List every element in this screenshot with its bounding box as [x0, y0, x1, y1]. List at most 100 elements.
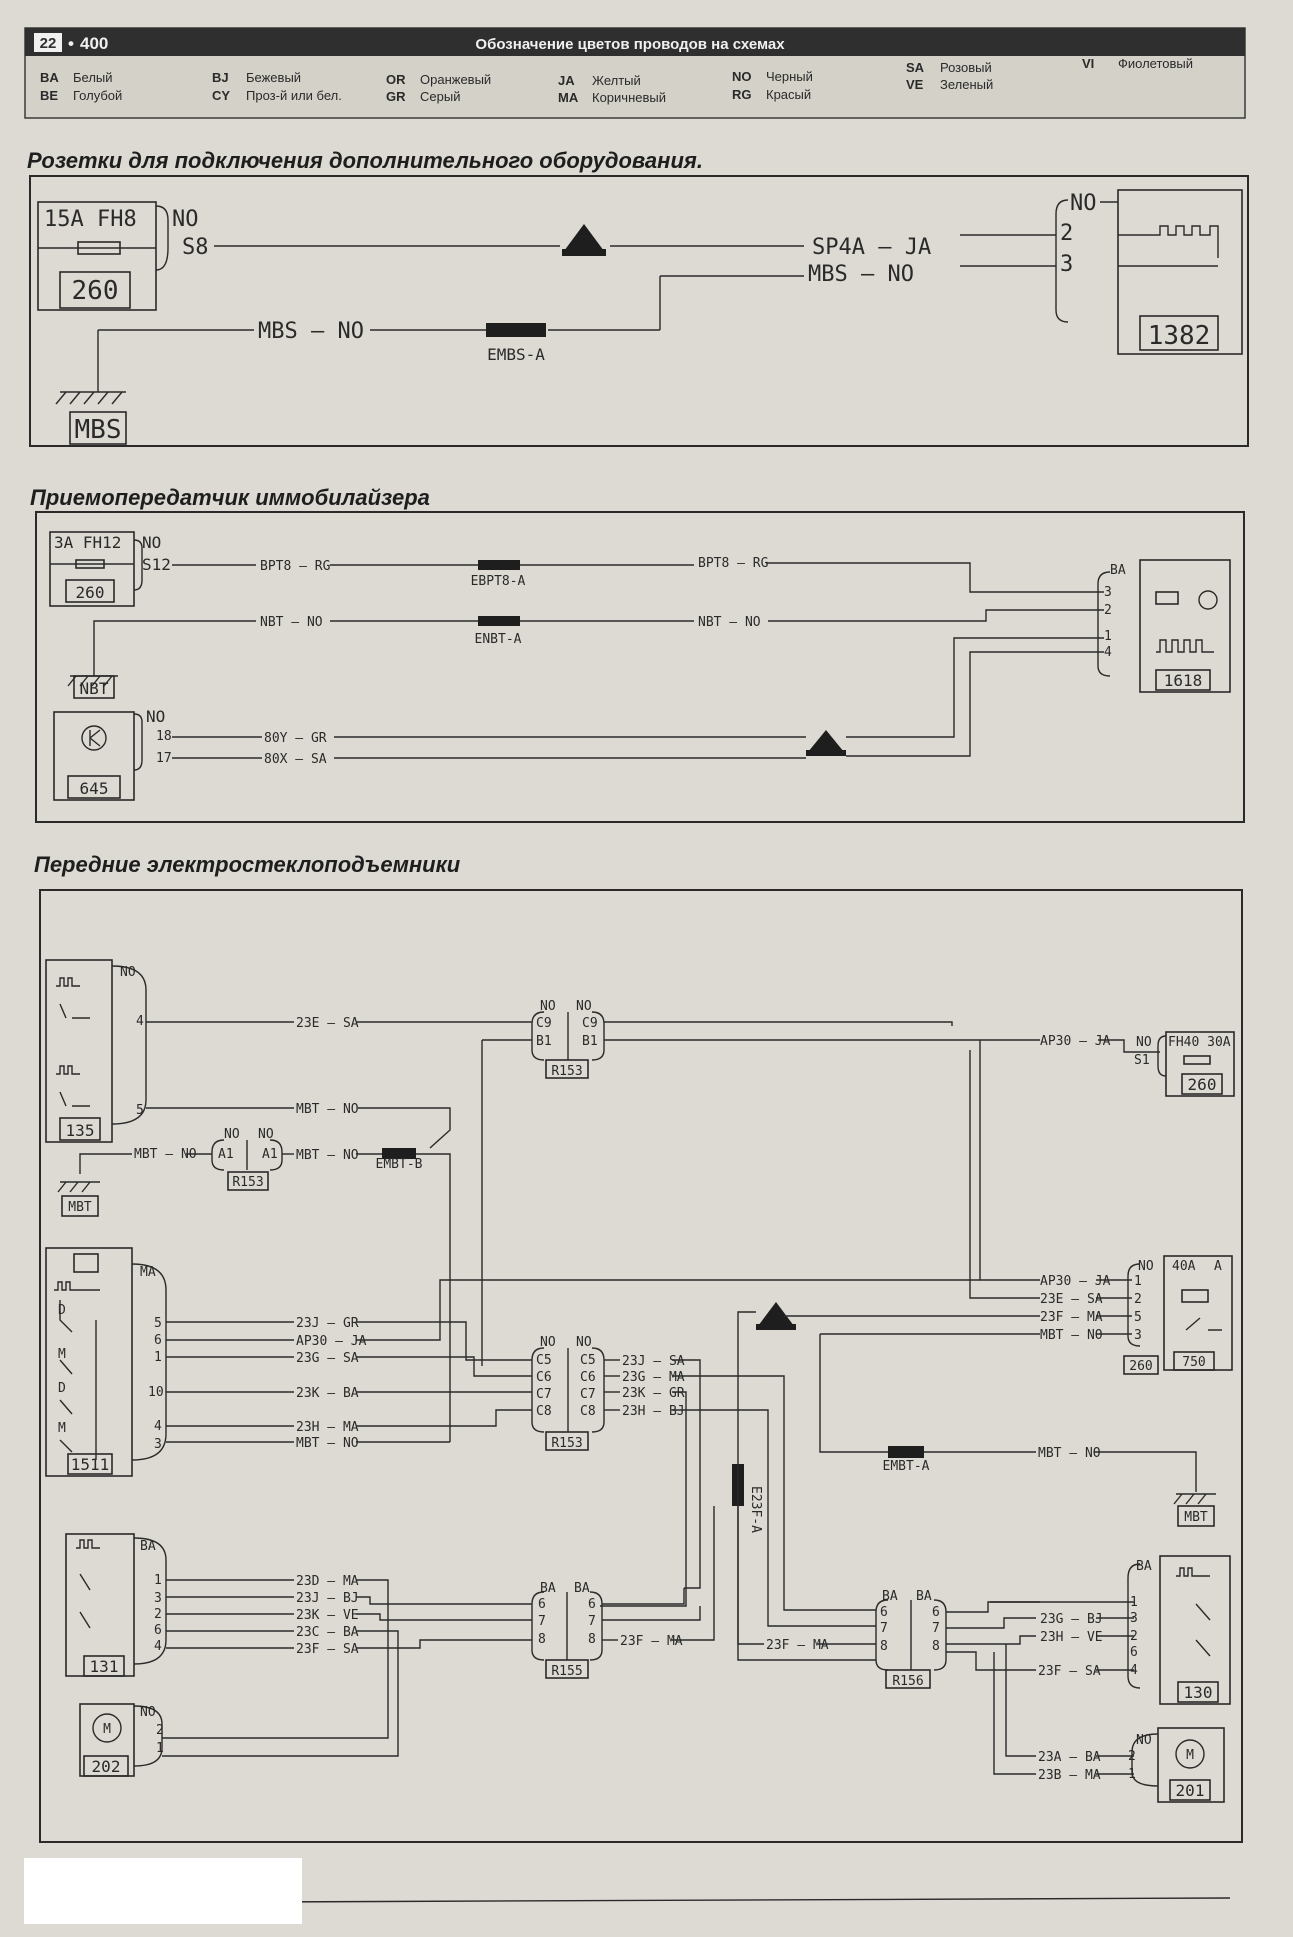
- pin-label: 3: [1060, 252, 1073, 277]
- wire: [846, 651, 1104, 757]
- wire-label: MBT — NO: [1040, 1328, 1103, 1343]
- section-immobilizer-transceiver: Приемопередатчик иммобилайзера 3A FH12 2…: [30, 485, 1245, 823]
- component-tag-box: [1177, 1681, 1219, 1703]
- wire-label: MBT — NO: [296, 1436, 359, 1451]
- wire-label: 23H — BJ: [622, 1404, 685, 1419]
- switch-pos-m: M: [58, 1347, 66, 1362]
- shield-symbol: [806, 730, 846, 756]
- component-label-260: 260: [1129, 1359, 1152, 1374]
- wire-label: 23J — SA: [622, 1354, 685, 1369]
- splice-label: EMBT-B: [376, 1157, 423, 1172]
- component-tag-box: [69, 411, 127, 445]
- wire: [672, 1464, 739, 1641]
- pin-label: 7: [880, 1621, 888, 1636]
- connector-bracket: [155, 205, 169, 271]
- pin-label: 6: [154, 1623, 162, 1638]
- page-bottom-rule: [259, 1897, 1231, 1903]
- relay-contact: [1185, 1317, 1222, 1331]
- window-icon: [73, 1253, 99, 1273]
- wire-label: MBT — NO: [1038, 1446, 1101, 1461]
- page-badge: 22: [40, 35, 57, 52]
- wire-label: 23F — MA: [620, 1634, 683, 1649]
- pin-label: 6: [154, 1333, 162, 1348]
- component-tag-box: [545, 1059, 589, 1079]
- wire-label: SP4A — JA: [812, 235, 931, 260]
- ground-hatch: [67, 675, 77, 687]
- relay-a-label: A: [1214, 1259, 1222, 1274]
- connector-side: NO: [576, 1335, 592, 1350]
- pin-label: C5: [536, 1353, 552, 1368]
- component-tag-box: [1169, 1779, 1211, 1801]
- socket-symbol: [1118, 225, 1219, 258]
- connector-bracket: [211, 1139, 225, 1171]
- component-tag-box: [59, 1117, 101, 1141]
- ground-label-mbs: MBS: [75, 415, 122, 445]
- connector-bracket: [133, 1537, 167, 1665]
- ground-symbol: [1173, 1493, 1216, 1505]
- legend-code: VI: [1082, 56, 1094, 71]
- pin-label: 2: [1060, 221, 1073, 246]
- motor-icon-letter: M: [1186, 1748, 1194, 1763]
- pin-label: 1: [1104, 629, 1112, 644]
- wire: [946, 1635, 1036, 1645]
- pin-label: 2: [154, 1607, 162, 1622]
- pin-label: S8: [182, 235, 209, 260]
- connector-bracket: [933, 1599, 947, 1671]
- connector-bracket: [269, 1139, 283, 1171]
- wire: [358, 1107, 451, 1149]
- connector-label-r156: R156: [892, 1674, 923, 1689]
- ground-symbol: [55, 391, 126, 405]
- pin-label: 1: [1128, 1767, 1136, 1782]
- ground-hatch: [55, 391, 67, 405]
- section-title: Передние электростеклоподъемники: [34, 852, 461, 877]
- component-201-motor: [1157, 1727, 1225, 1803]
- fuse-label: 15A FH8: [44, 207, 137, 232]
- splice-label: E23F-A: [748, 1486, 763, 1533]
- wire: [1005, 1644, 1036, 1757]
- legend-name: Проз-й или бел.: [246, 88, 342, 103]
- antenna-coil-icon: [1155, 591, 1179, 605]
- component-label-260: 260: [1188, 1075, 1217, 1094]
- legend-name: Черный: [766, 69, 813, 84]
- pin-label: 8: [932, 1639, 940, 1654]
- fuse-symbol: [1183, 1055, 1211, 1065]
- component-tag-box: [67, 1453, 113, 1475]
- wire-label: 23F — MA: [766, 1638, 829, 1653]
- connector-side: NO: [1070, 191, 1097, 216]
- connector-side: BA: [540, 1581, 556, 1596]
- ground-label-nbt: NBT: [80, 679, 109, 698]
- wire-label: 23E — SA: [1040, 1292, 1103, 1307]
- pin-label: 2: [1134, 1292, 1142, 1307]
- component-tag-box: [545, 1659, 589, 1679]
- component-label-1511: 1511: [71, 1455, 110, 1474]
- pin-label: 6: [880, 1605, 888, 1620]
- component-label-202: 202: [92, 1757, 121, 1776]
- shield-mark: [564, 224, 604, 251]
- wire-label: MBT — NO: [134, 1147, 197, 1162]
- connector-side: BA: [140, 1539, 156, 1554]
- component-1382: [1117, 189, 1243, 355]
- pin-label: 6: [588, 1597, 596, 1612]
- wire: [162, 1579, 389, 1739]
- component-1511-switch: [45, 1247, 133, 1477]
- wire-label: MBS — NO: [808, 262, 914, 287]
- ground-hatch: [97, 391, 109, 405]
- led-icon: [54, 1281, 100, 1291]
- component-tag-box: [83, 1755, 129, 1777]
- pin-label: 1: [1130, 1595, 1138, 1610]
- component-tag-box: [545, 1431, 589, 1451]
- pin-label: 5: [154, 1316, 162, 1331]
- section-front-power-windows: Передние электростеклоподъемники 135 NO …: [34, 852, 1243, 1843]
- wire: [768, 609, 1104, 622]
- legend-code: BE: [40, 88, 58, 103]
- connector-side: NO: [146, 707, 165, 726]
- connector-side: NO: [1138, 1259, 1154, 1274]
- switch-pos-m: M: [58, 1421, 66, 1436]
- ground-hatch: [1185, 1493, 1195, 1505]
- pin-label: 2: [1128, 1749, 1136, 1764]
- component-tag-box: [1155, 669, 1211, 691]
- component-tag-box: [67, 775, 121, 799]
- wire-label: 80X — SA: [264, 752, 327, 767]
- connector-bracket: [591, 1347, 605, 1433]
- component-label-260: 260: [76, 583, 105, 602]
